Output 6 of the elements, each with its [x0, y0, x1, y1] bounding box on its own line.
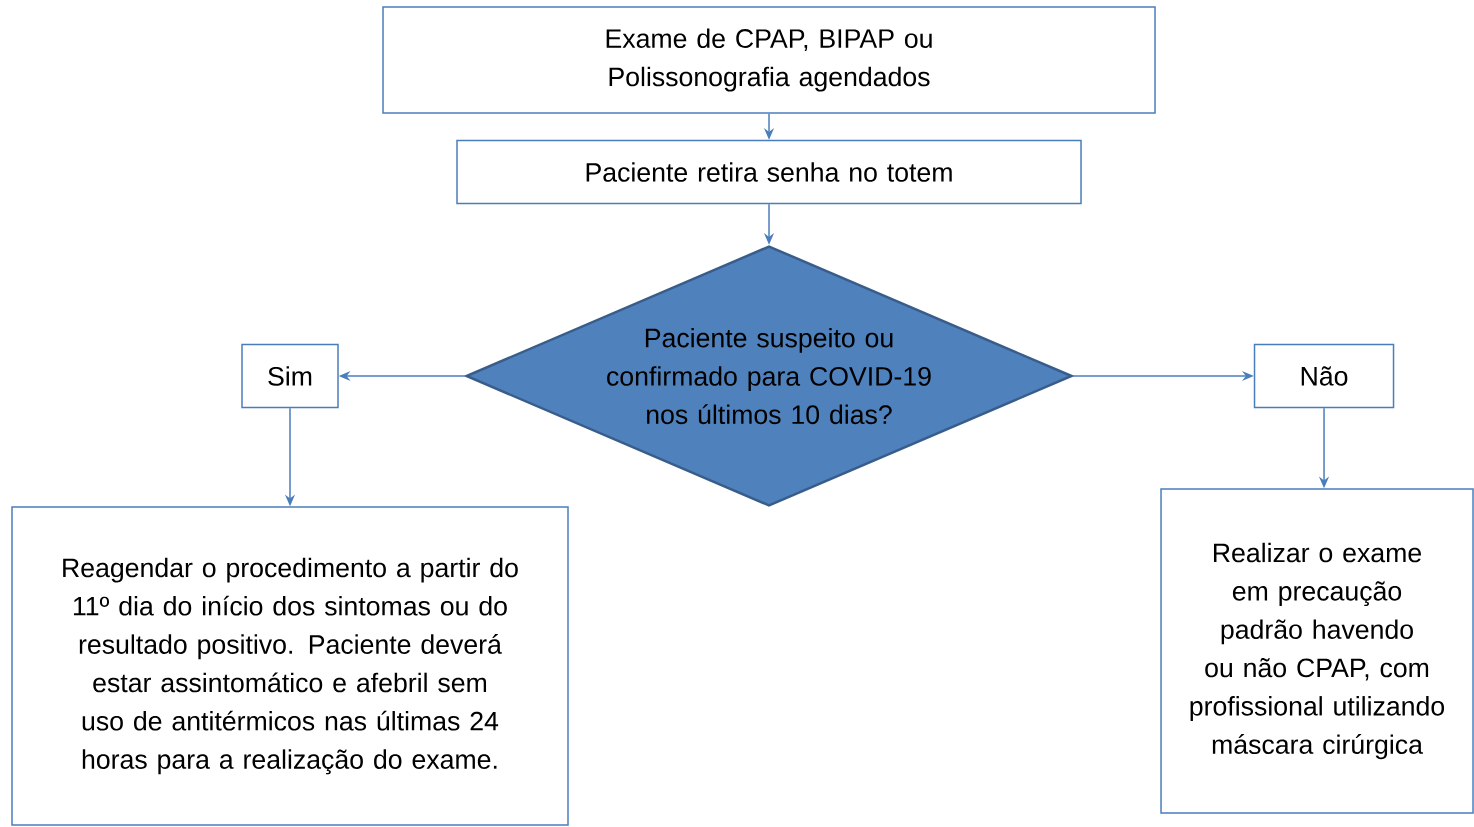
process-box: Exame de CPAP, BIPAP ou Polissonografia agendados [382, 6, 1156, 114]
process-box: Realizar o exame em precaução padrão havendo ou não CPAP, com profissional utilizando máscara cirúrgica [1160, 488, 1474, 814]
process-box: Paciente retira senha no totem [456, 139, 1082, 205]
process-box: Sim [241, 343, 339, 409]
process-box: Reagendar o procedimento a partir do 11º dia do início dos sintomas ou do resultado positivo. Paciente deverá estar assintomático e afebril sem uso de antitérmicos nas últimas 24 horas para a realização do exame. [11, 506, 569, 826]
process-box: Não [1253, 343, 1395, 409]
